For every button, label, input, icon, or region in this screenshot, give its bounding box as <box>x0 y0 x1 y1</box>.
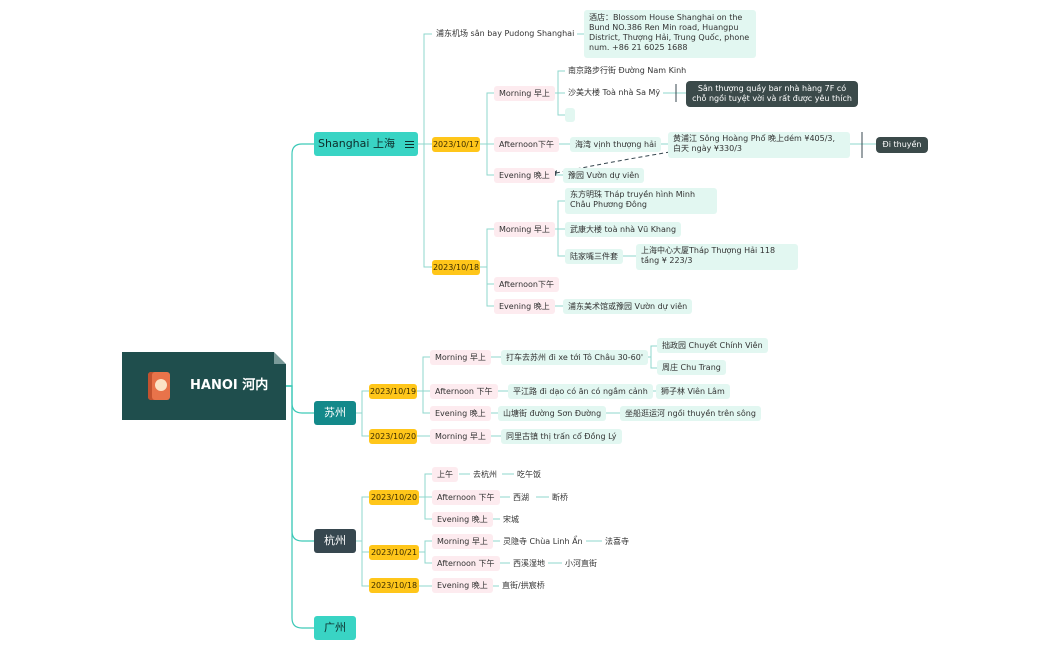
hotel-note[interactable]: 酒店：Blossom House Shanghai on the Bund NO… <box>584 10 756 58</box>
topic-item[interactable]: 灵隐寺 Chùa Linh Ẩn <box>500 534 586 549</box>
date-tag[interactable]: 2023/10/19 <box>369 384 417 399</box>
topic-item[interactable]: 南京路步行街 Đường Nam Kinh <box>565 64 690 78</box>
period-evening[interactable]: Evening 晚上 <box>432 578 493 593</box>
boat-tag[interactable]: Đi thuyền <box>876 137 928 153</box>
topic-subitem[interactable]: 狮子林 Viên Lâm <box>656 384 730 399</box>
topic-subitem[interactable]: 坐船逛运河 ngồi thuyền trên sông <box>620 406 761 421</box>
period-afternoon[interactable]: Afternoon下午 <box>494 277 559 292</box>
topic-subitem[interactable]: 周庄 Chu Trang <box>657 360 726 375</box>
topic-item[interactable]: 沙美大楼 Toà nhà Sa Mỹ <box>565 86 664 100</box>
branch-label: 苏州 <box>324 406 346 420</box>
topic-item[interactable]: 宋城 <box>500 512 522 527</box>
topic-subitem[interactable]: 吃午饭 <box>514 467 544 482</box>
root-title: HANOI 河内 <box>190 377 269 393</box>
callout-rooftop[interactable]: Sân thượng quầy bar nhà hàng 7F có chỗ n… <box>686 81 858 107</box>
period-morning[interactable]: Morning 早上 <box>430 350 491 365</box>
date-tag[interactable]: 2023/10/20 <box>369 490 419 505</box>
root-node[interactable]: HANOI 河内 <box>122 352 286 420</box>
topic-item[interactable]: 陆家嘴三件套 <box>565 249 623 264</box>
period-evening[interactable]: Evening 晚上 <box>432 512 493 527</box>
period-afternoon[interactable]: Afternoon下午 <box>494 137 559 152</box>
date-tag[interactable]: 2023/10/17 <box>432 137 480 152</box>
topic-item[interactable]: 西湖 <box>510 490 532 505</box>
topic-item[interactable]: 浦东美术馆或豫园 Vườn dự viên <box>563 299 693 314</box>
period-evening[interactable]: Evening 晚上 <box>430 406 491 421</box>
date-tag[interactable]: 2023/10/18 <box>432 260 480 275</box>
period-morning[interactable]: 上午 <box>432 467 458 482</box>
period-morning[interactable]: Morning 早上 <box>494 222 555 237</box>
date-tag[interactable]: 2023/10/20 <box>369 429 417 444</box>
topic-item[interactable]: 平江路 đi dạo có ăn có ngắm cảnh <box>508 384 653 399</box>
topic-subitem[interactable]: 黄浦江 Sông Hoàng Phổ 晚上dém ¥405/3, 白天 ngày… <box>668 132 850 158</box>
topic-item[interactable]: 同里古镇 thị trấn cổ Đồng Lý <box>501 429 622 444</box>
branch-label: 杭州 <box>324 534 346 548</box>
period-morning[interactable]: Morning 早上 <box>494 86 555 101</box>
topic-item[interactable]: 直街/拱宸桥 <box>499 578 548 593</box>
topic-item[interactable]: 西溪湿地 <box>510 556 548 571</box>
topic-item[interactable]: 打车去苏州 đi xe tới Tô Châu 30-60' <box>501 350 649 365</box>
page-fold <box>274 352 286 364</box>
notes-icon[interactable] <box>404 139 414 150</box>
empty-topic[interactable] <box>565 108 575 122</box>
topic-subitem[interactable]: 上海中心大厦Tháp Thượng Hải 118 tầng ¥ 223/3 <box>636 244 798 270</box>
topic-item[interactable]: 东方明珠 Tháp truyền hình Minh Châu Phương Đ… <box>565 188 717 214</box>
topic-item[interactable]: 去杭州 <box>470 467 500 482</box>
date-tag[interactable]: 2023/10/18 <box>369 578 419 593</box>
period-evening[interactable]: Evening 晚上 <box>494 299 555 314</box>
period-afternoon[interactable]: Afternoon 下午 <box>432 490 500 505</box>
topic-airport[interactable]: 浦东机场 sân bay Pudong Shanghai <box>433 27 578 41</box>
period-afternoon[interactable]: Afternoon 下午 <box>430 384 498 399</box>
topic-item[interactable]: 武康大楼 toà nhà Vũ Khang <box>565 222 682 237</box>
notebook-icon <box>148 372 170 400</box>
topic-subitem[interactable]: 断桥 <box>549 490 571 505</box>
branch-label: 广州 <box>324 621 346 635</box>
topic-subitem[interactable]: 法喜寺 <box>602 534 632 549</box>
topic-item[interactable]: 山塘街 đường Sơn Đường <box>498 406 607 421</box>
period-morning[interactable]: Morning 早上 <box>432 534 493 549</box>
branch-guangzhou[interactable]: 广州 <box>314 616 356 640</box>
branch-hangzhou[interactable]: 杭州 <box>314 529 356 553</box>
topic-item[interactable]: 豫园 Vườn dự viên <box>563 168 645 183</box>
branch-label: Shanghai 上海 <box>318 137 395 151</box>
period-evening[interactable]: Evening 晚上 <box>494 168 555 183</box>
period-morning[interactable]: Morning 早上 <box>430 429 491 444</box>
topic-subitem[interactable]: 拙政园 Chuyết Chính Viên <box>657 338 768 353</box>
topic-item[interactable]: 海湾 vịnh thượng hải <box>570 137 662 152</box>
topic-subitem[interactable]: 小河直街 <box>562 556 600 571</box>
period-afternoon[interactable]: Afternoon 下午 <box>432 556 500 571</box>
date-tag[interactable]: 2023/10/21 <box>369 545 419 560</box>
branch-shanghai[interactable]: Shanghai 上海 <box>314 132 418 156</box>
branch-suzhou[interactable]: 苏州 <box>314 401 356 425</box>
